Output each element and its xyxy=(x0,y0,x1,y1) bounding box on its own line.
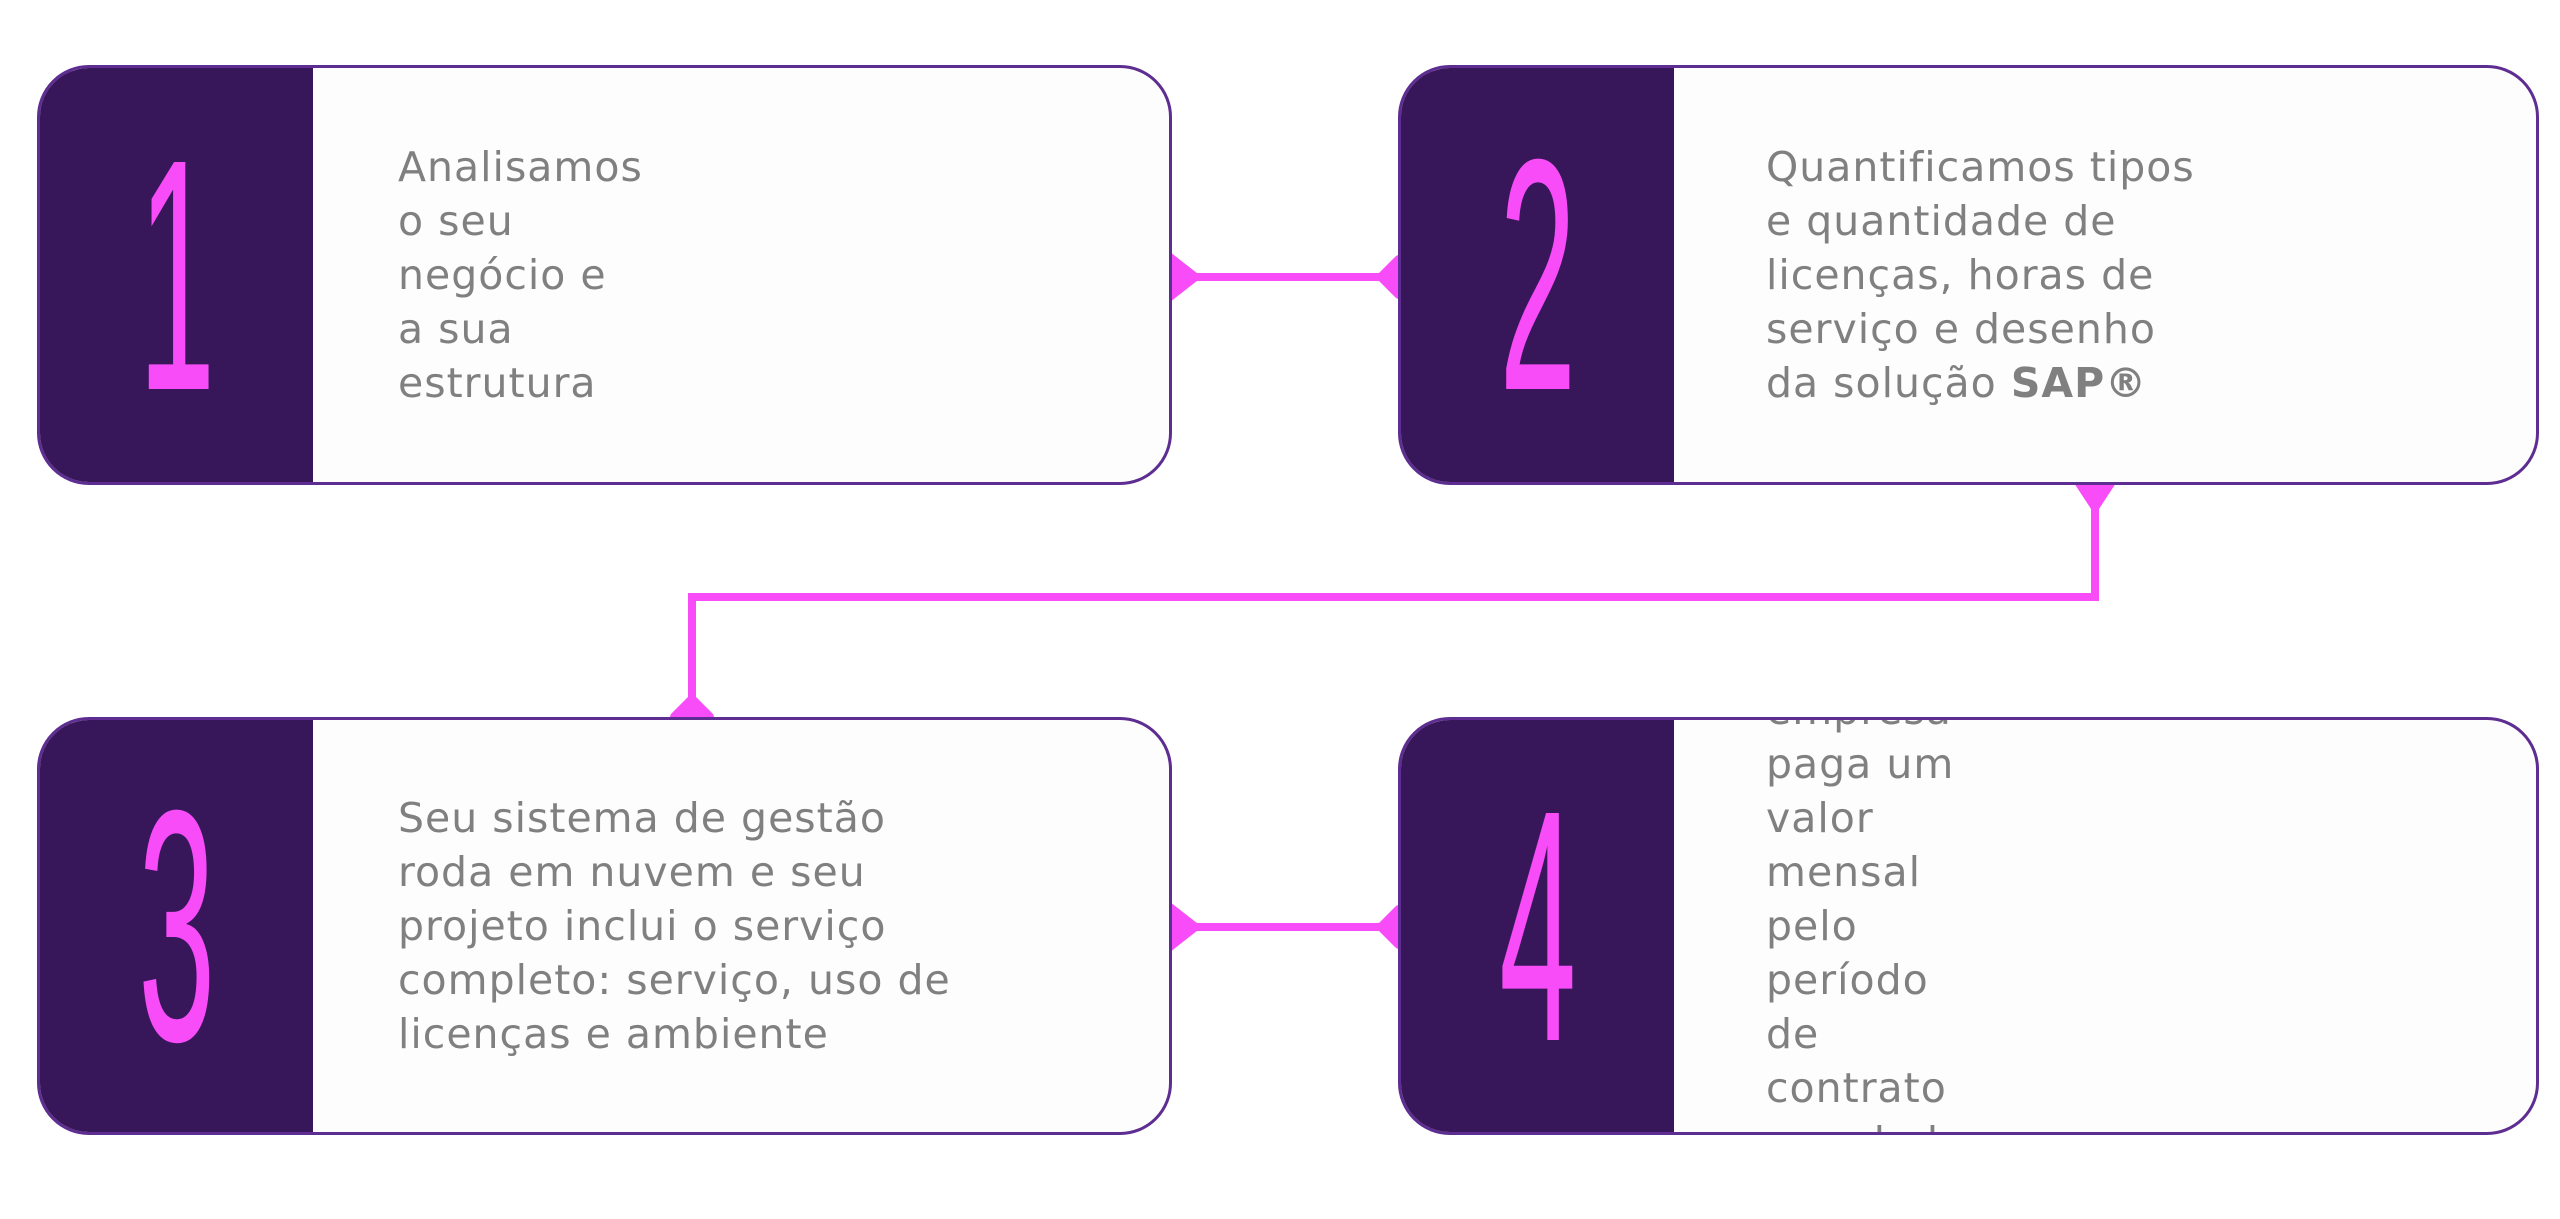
step-card-2: 2 Quantificamos tipos e quantidade de li… xyxy=(1398,65,2539,485)
step-text: Analisamos o seu negócio e a sua estrutu… xyxy=(398,68,642,482)
step-card-1: 1 Analisamos o seu negócio e a sua estru… xyxy=(37,65,1172,485)
step-card-4: 4 Sua empresa paga um valor mensal pelo … xyxy=(1398,717,2539,1135)
step-number: 1 xyxy=(137,90,216,459)
arrow-1-2 xyxy=(1170,252,1202,302)
connector-2-3 xyxy=(688,483,2099,717)
arrow-3-4 xyxy=(1170,902,1202,952)
connector-3-4 xyxy=(1170,923,1398,931)
step-number-panel: 2 xyxy=(1401,68,1674,482)
step-number-panel: 4 xyxy=(1401,720,1674,1132)
step-number: 2 xyxy=(1498,90,1577,459)
connector-1-2 xyxy=(1170,273,1398,281)
step-description: Analisamos o seu negócio e a sua estrutu… xyxy=(398,143,643,407)
step-number-panel: 1 xyxy=(40,68,313,482)
arrow-2-3 xyxy=(2074,483,2116,515)
step-description: Quantificamos tipos e quantidade de lice… xyxy=(1766,143,2195,407)
step-description: Sua empresa paga um valor mensal pelo pe… xyxy=(1766,720,1964,1132)
step-number-panel: 3 xyxy=(40,720,313,1132)
step-card-3: 3 Seu sistema de gestão roda em nuvem e … xyxy=(37,717,1172,1135)
step-text: Sua empresa paga um valor mensal pelo pe… xyxy=(1766,720,1976,1132)
sap-emphasis: SAP® xyxy=(2010,359,2148,407)
step-text: Quantificamos tipos e quantidade de lice… xyxy=(1766,68,2196,482)
step-number: 3 xyxy=(137,741,216,1110)
step-description: Seu sistema de gestão roda em nuvem e se… xyxy=(398,794,951,1058)
step-text: Seu sistema de gestão roda em nuvem e se… xyxy=(398,720,979,1132)
step-number: 4 xyxy=(1498,741,1577,1110)
